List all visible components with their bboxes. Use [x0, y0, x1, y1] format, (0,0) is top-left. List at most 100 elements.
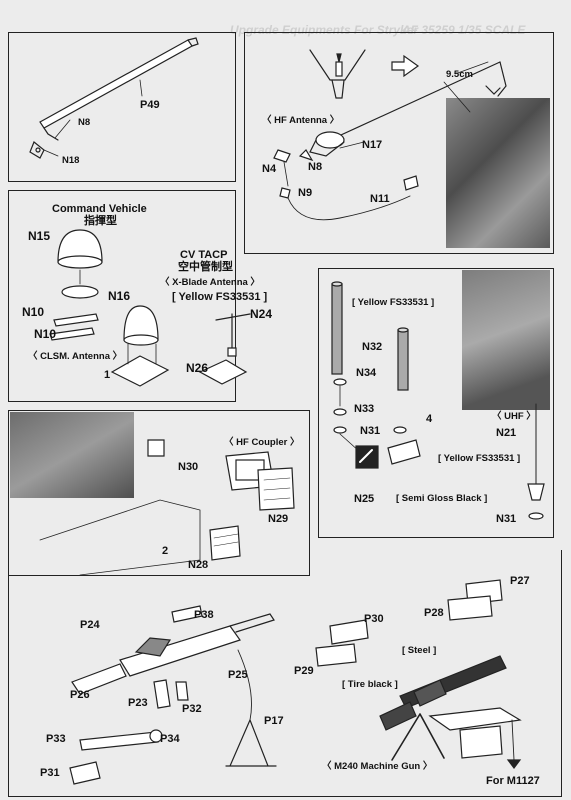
label-n8-p2: N8 — [308, 161, 323, 173]
scale-title: AF 35259 1/35 SCALE — [402, 23, 526, 37]
label-step1: 1 — [104, 369, 111, 381]
label-tire-black: [ Tire black ] — [342, 679, 398, 690]
p38-sight — [171, 605, 203, 623]
label-p17: P17 — [264, 715, 284, 727]
label-dim: 9.5cm — [446, 69, 473, 80]
label-n21: N21 — [496, 427, 517, 439]
label-p34: P34 — [160, 733, 180, 745]
panel-command-vehicle — [8, 190, 236, 402]
label-n15: N15 — [28, 229, 51, 243]
step-icon — [355, 445, 379, 469]
panel-p49 — [8, 32, 236, 182]
label-n24: N24 — [250, 307, 273, 321]
n11-clamp — [403, 175, 419, 191]
label-cv-tacp: CV TACP — [180, 249, 228, 261]
label-n28: N28 — [188, 559, 209, 571]
label-n8-p1: N8 — [78, 117, 91, 128]
label-cv-tacp-cn: 空中管制型 — [178, 261, 233, 273]
vehicle-photo-uhf — [462, 270, 550, 410]
m240-stock — [71, 663, 127, 695]
n10-bracket-b — [49, 327, 95, 341]
panel-uhf — [318, 268, 554, 538]
label-semi-gloss: [ Semi Gloss Black ] — [396, 493, 488, 504]
hull-outline — [39, 499, 201, 576]
label-command-vehicle: Command Vehicle — [52, 203, 147, 215]
label-n18: N18 — [62, 155, 80, 166]
label-hf-antenna: 〈 HF Antenna 〉 — [262, 115, 340, 126]
label-clsm: 〈 CLSM. Antenna 〉 — [28, 351, 123, 362]
p31-pintle — [69, 761, 101, 785]
label-n32: N32 — [362, 341, 383, 353]
label-p49: P49 — [140, 99, 160, 111]
sheet-title: Upgrade Equipments For Stryker — [230, 23, 419, 37]
label-for-m1127: For M1127 — [486, 775, 540, 787]
label-n4: N4 — [262, 163, 277, 175]
n10-bracket-a — [53, 313, 99, 327]
label-p29: P29 — [294, 665, 314, 677]
label-hf-coupler: 〈 HF Coupler 〉 — [224, 437, 300, 448]
ammo-box — [459, 725, 503, 759]
label-n11: N11 — [370, 193, 390, 205]
m240-gun-assembled — [399, 655, 507, 709]
label-p25: P25 — [228, 669, 248, 681]
p32-link — [175, 681, 189, 701]
p23-grip — [153, 679, 171, 709]
label-p27: P27 — [510, 575, 530, 587]
clsm-base-plate — [110, 355, 170, 387]
p49-rod — [39, 39, 193, 129]
p30-box — [329, 619, 369, 645]
label-n31-a: N31 — [360, 425, 381, 437]
x-blade-antenna — [215, 313, 251, 349]
n32-tube-tall — [331, 283, 343, 375]
label-n31-b: N31 — [496, 513, 517, 525]
label-n25: N25 — [354, 493, 375, 505]
mount-base — [428, 707, 522, 731]
p17-cable — [237, 649, 252, 721]
panel-m240 — [8, 550, 562, 797]
label-steel: [ Steel ] — [402, 645, 437, 656]
label-n17: N17 — [362, 139, 383, 151]
label-p28: P28 — [424, 607, 444, 619]
label-step2: 2 — [162, 545, 169, 557]
panel-hf-coupler — [8, 410, 310, 576]
p28-box — [447, 595, 493, 621]
label-uhf: 〈 UHF 〉 — [492, 411, 536, 422]
label-step4: 4 — [426, 413, 433, 425]
label-n30: N30 — [178, 461, 199, 473]
label-n33: N33 — [354, 403, 375, 415]
p29-box — [315, 643, 357, 667]
label-command-vehicle-cn: 指揮型 — [84, 215, 117, 227]
label-x-blade: 〈 X-Blade Antenna 〉 — [160, 277, 260, 288]
n26-plate — [198, 359, 248, 385]
label-n26: N26 — [186, 361, 209, 375]
n25-bracket — [387, 439, 421, 465]
p34-mount — [79, 731, 159, 751]
label-p23: P23 — [128, 697, 148, 709]
label-p30: P30 — [364, 613, 384, 625]
label-p32: P32 — [182, 703, 202, 715]
n18-bracket — [29, 141, 45, 159]
panel-hf-antenna — [244, 32, 554, 254]
n32-tube-short — [397, 329, 409, 391]
label-p33: P33 — [46, 733, 66, 745]
vehicle-photo-hf — [446, 98, 550, 248]
m240-receiver-exploded — [119, 625, 241, 677]
n15-dome — [57, 229, 103, 263]
n16-base — [61, 285, 99, 299]
label-n29: N29 — [268, 513, 289, 525]
label-n34: N34 — [356, 367, 377, 379]
n28-module — [209, 525, 241, 561]
label-yellow-p4-a: [ Yellow FS33531 ] — [352, 297, 435, 308]
hf-whip — [329, 61, 501, 141]
label-yellow-p3: [ Yellow FS33531 ] — [172, 291, 268, 303]
hf-antenna-mount — [309, 49, 366, 81]
label-p38: P38 — [194, 609, 214, 621]
label-p26: P26 — [70, 689, 90, 701]
label-p24: P24 — [80, 619, 100, 631]
label-yellow-p4-b: [ Yellow FS33531 ] — [438, 453, 521, 464]
label-m240: 〈 M240 Machine Gun 〉 — [322, 761, 433, 772]
direction-arrow — [391, 54, 420, 78]
label-n10-a: N10 — [22, 305, 45, 319]
